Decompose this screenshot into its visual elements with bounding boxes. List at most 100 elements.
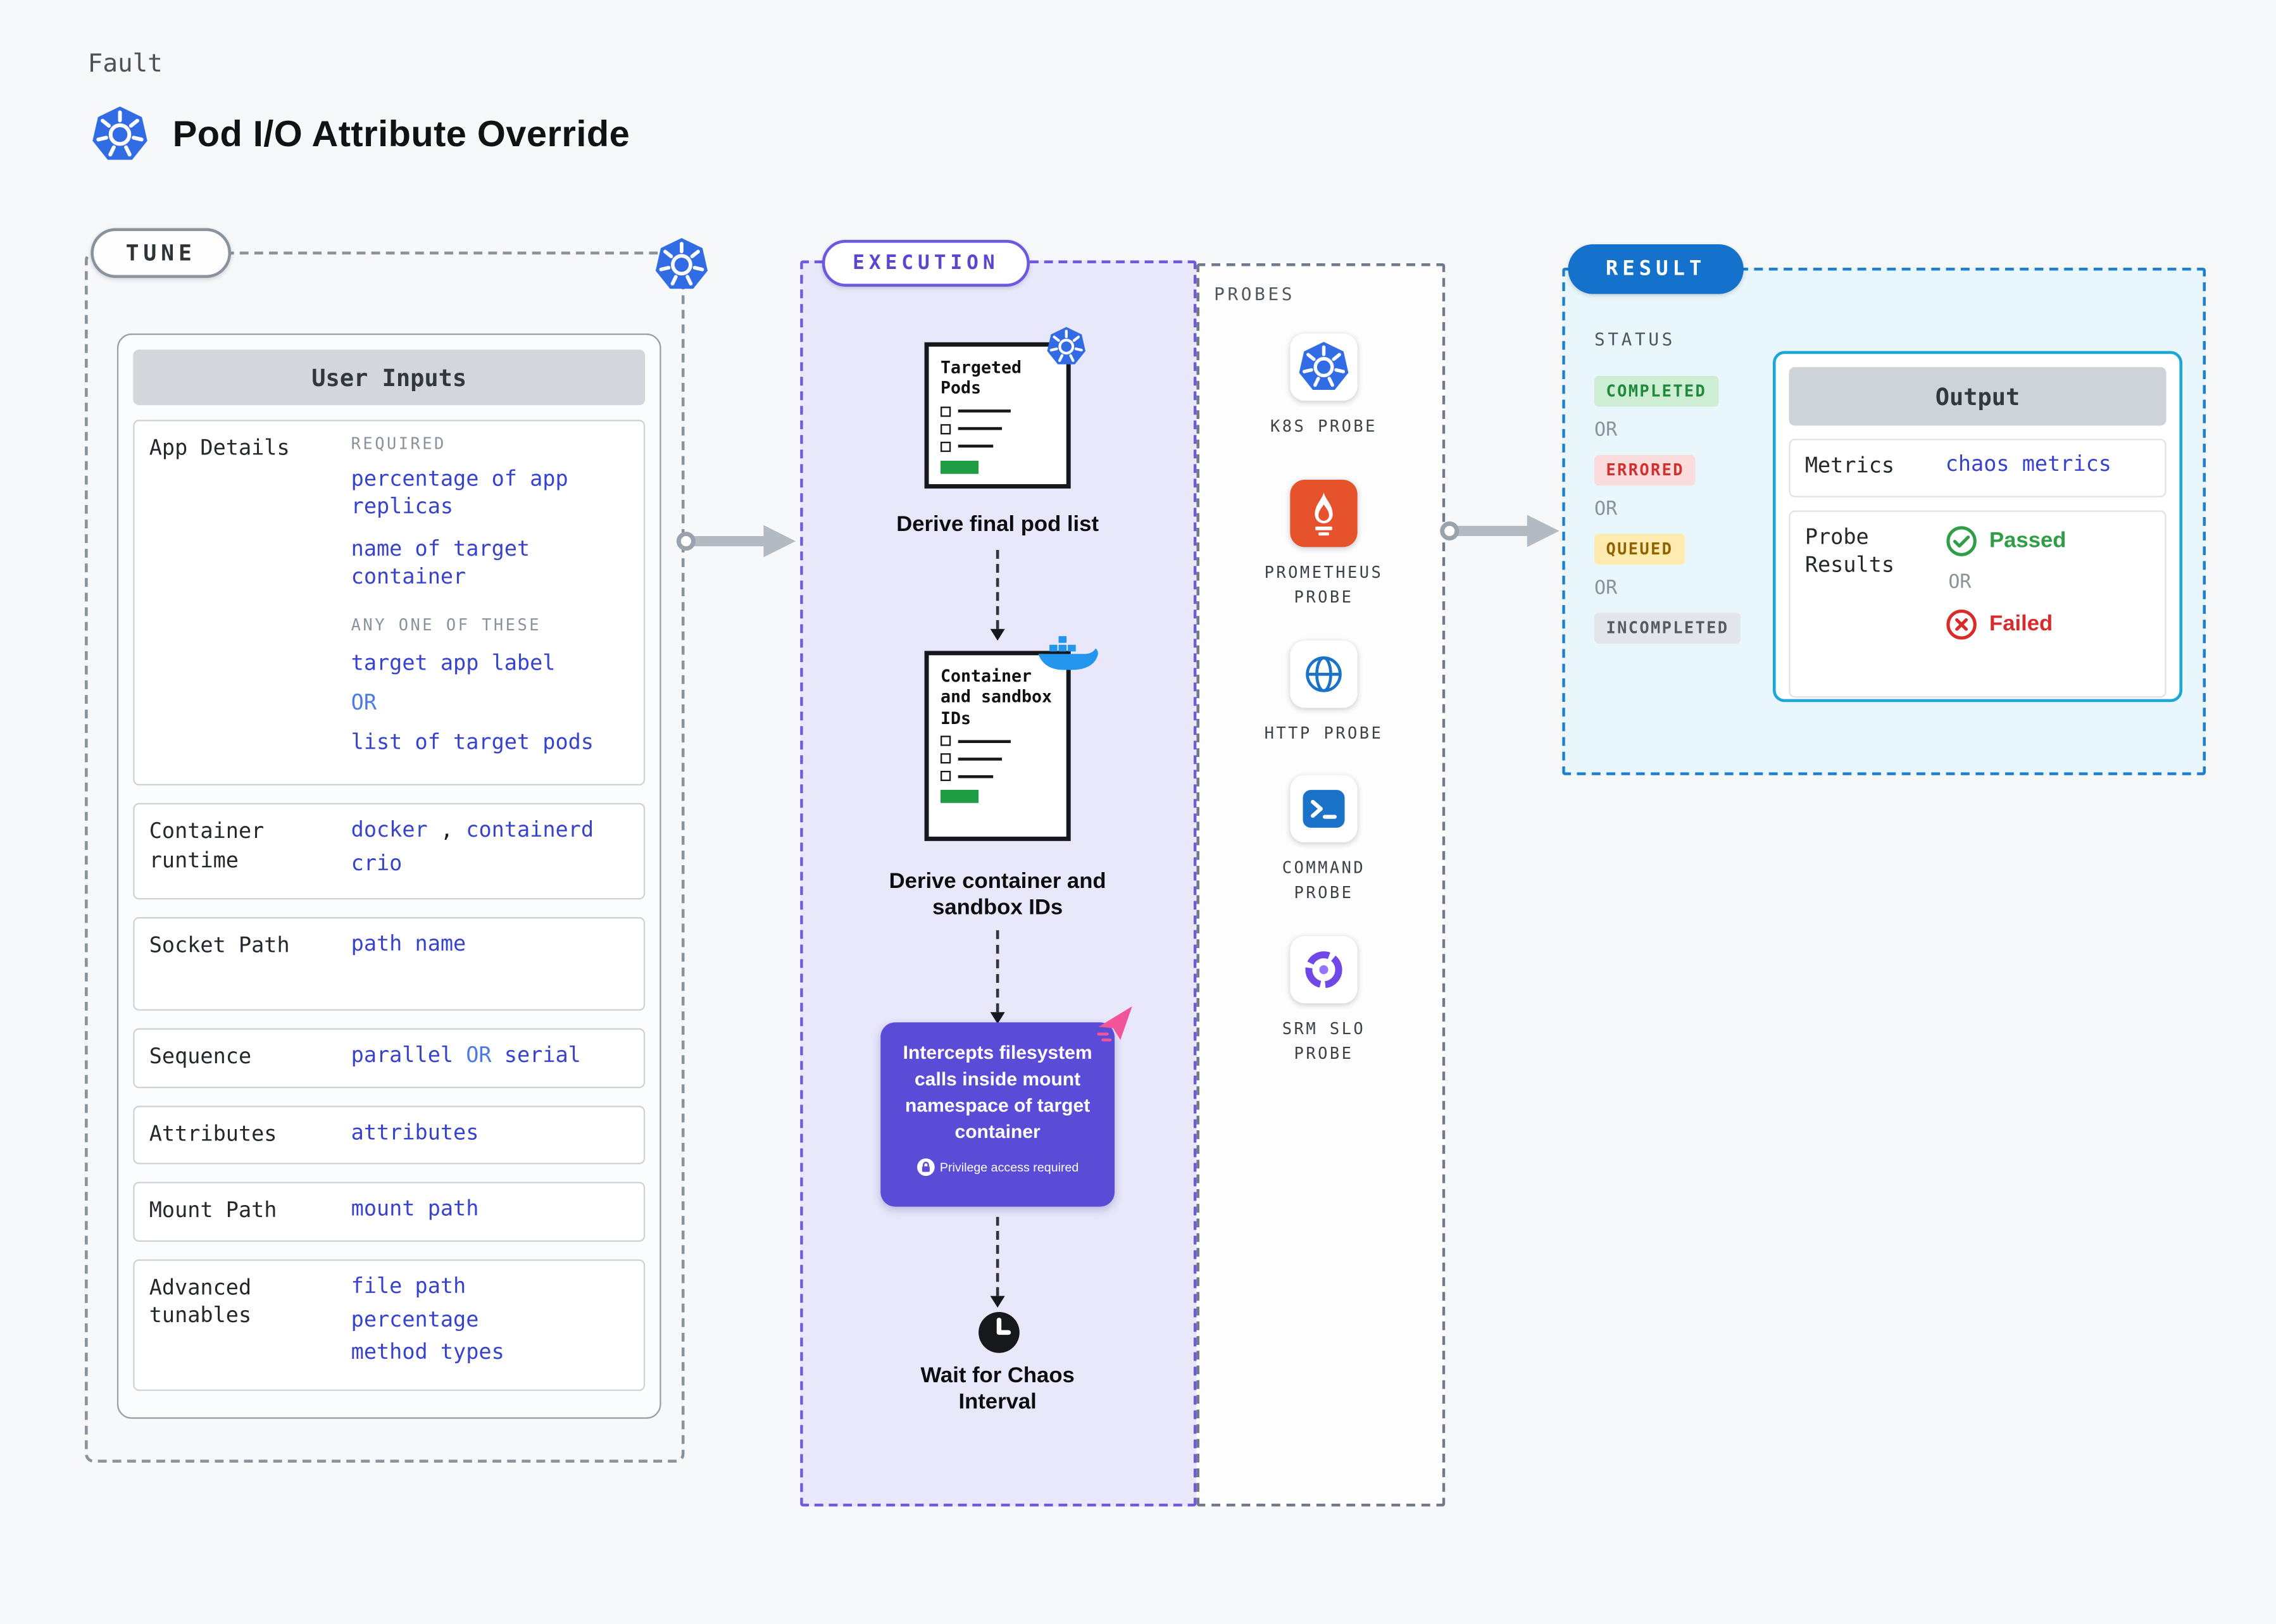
- or-separator: OR: [1594, 420, 1618, 442]
- user-inputs-title: User Inputs: [133, 349, 646, 406]
- app-details-values: REQUIRED percentage of app replicas name…: [351, 434, 629, 771]
- kubernetes-icon: [654, 237, 710, 292]
- input-value: percentage: [351, 1308, 479, 1332]
- input-value: mount path: [351, 1198, 479, 1222]
- or-separator: OR: [1594, 577, 1618, 600]
- tune-section: TUNE User Inputs App Details REQUIRED pe…: [85, 228, 685, 1463]
- user-inputs-panel: User Inputs App Details REQUIRED percent…: [116, 333, 661, 1419]
- flow-connector: [990, 1216, 1005, 1308]
- page-title: Pod I/O Attribute Override: [172, 113, 630, 154]
- advanced-tunables-label: Advanced tunables: [149, 1276, 252, 1329]
- input-value: attributes: [351, 1121, 479, 1145]
- privilege-label: Privilege access required: [939, 1159, 1079, 1175]
- container-ids-doc: Container and sandbox IDs: [924, 636, 1098, 841]
- targeted-pods-doc: Targeted Pods: [924, 342, 1071, 489]
- advanced-tunables-row: Advanced tunables file path percentage m…: [133, 1259, 646, 1391]
- tune-to-execution-arrow: [676, 525, 796, 558]
- intercept-text: Intercepts filesystem calls inside mount…: [903, 1041, 1092, 1142]
- container-runtime-row: Container runtime docker , containerd cr…: [133, 803, 646, 900]
- x-circle-icon: [1946, 609, 1977, 639]
- probe-label: K8S PROBE: [1270, 416, 1377, 436]
- or-separator: OR: [466, 1044, 492, 1068]
- container-runtime-values: docker , containerd crio: [351, 818, 629, 885]
- execution-pill: EXECUTION: [822, 240, 1030, 287]
- status-column: STATUS COMPLETED OR ERRORED OR QUEUED OR…: [1594, 329, 1758, 644]
- probe-results-row: Probe Results Passed OR: [1789, 509, 2167, 697]
- passed-line: Passed: [1946, 525, 2151, 557]
- checkbox-line: [941, 735, 1054, 746]
- input-value: file path: [351, 1275, 466, 1299]
- status-label: STATUS: [1594, 328, 1675, 350]
- probe-label: COMMAND PROBE: [1282, 858, 1366, 903]
- flow-connector: [990, 549, 1005, 641]
- prometheus-probe-icon: [1290, 480, 1358, 547]
- docker-icon: [1038, 636, 1098, 670]
- prometheus-icon: [1315, 492, 1333, 536]
- checkbox-line: [941, 441, 1054, 452]
- or-separator: OR: [351, 691, 377, 715]
- attributes-row: Attributes attributes: [133, 1105, 646, 1165]
- metrics-value: chaos metrics: [1945, 453, 2112, 477]
- probe-results-values: Passed OR Failed: [1946, 525, 2151, 683]
- probe-label: HTTP PROBE: [1264, 723, 1384, 744]
- probe-label: PROMETHEUS PROBE: [1264, 563, 1384, 608]
- or-separator: OR: [1594, 499, 1618, 521]
- kubernetes-icon: [1297, 340, 1350, 393]
- mount-path-label: Mount Path: [149, 1199, 277, 1223]
- flow-connector: [990, 930, 1005, 1024]
- command-probe-icon: [1290, 775, 1358, 843]
- input-value: crio: [351, 852, 403, 876]
- app-details-label: App Details: [149, 437, 290, 461]
- probe-prometheus: PROMETHEUS PROBE: [1199, 480, 1448, 610]
- kubernetes-icon: [1046, 326, 1087, 367]
- socket-path-label: Socket Path: [149, 934, 290, 958]
- attributes-label: Attributes: [149, 1122, 277, 1146]
- probe-srm-slo: SRM SLO PROBE: [1199, 936, 1448, 1066]
- execution-section: EXECUTION Targeted Pods Derive final pod…: [800, 240, 1197, 1507]
- socket-path-row: Socket Path path name: [133, 917, 646, 1011]
- doc-title: Targeted Pods: [941, 356, 1022, 399]
- sequence-row: Sequence parallel OR serial: [133, 1028, 646, 1088]
- clock-icon: [979, 1312, 1020, 1353]
- probe-results-label: Probe Results: [1804, 525, 1895, 578]
- probe-command: COMMAND PROBE: [1199, 775, 1448, 906]
- output-panel: Output Metrics chaos metrics Probe Resul…: [1772, 351, 2183, 703]
- container-runtime-label: Container runtime: [149, 820, 265, 873]
- privilege-badge: Privilege access required: [895, 1158, 1100, 1176]
- probes-section: PROBES K8S PROBE PROMETHEUS PROBE HTTP P…: [1196, 263, 1448, 1507]
- doc-title: Container and sandbox IDs: [941, 665, 1053, 728]
- execution-to-result-arrow: [1440, 515, 1560, 547]
- step2-caption: Derive container and sandbox IDs: [889, 868, 1106, 920]
- doc-green-bar: [941, 460, 979, 474]
- input-value: list of target pods: [351, 730, 594, 754]
- wait-caption: Wait for Chaos Interval: [920, 1363, 1075, 1415]
- app-details-row: App Details REQUIRED percentage of app r…: [133, 420, 646, 786]
- metrics-row: Metrics chaos metrics: [1789, 439, 2167, 497]
- k8s-probe-icon: [1290, 333, 1358, 401]
- probe-http: HTTP PROBE: [1199, 640, 1448, 746]
- input-value: percentage of app replicas: [351, 468, 568, 520]
- input-value: containerd: [466, 819, 594, 843]
- mount-path-row: Mount Path mount path: [133, 1182, 646, 1242]
- probe-label: SRM SLO PROBE: [1282, 1019, 1366, 1064]
- input-value: method types: [351, 1342, 504, 1366]
- input-value: docker: [351, 819, 428, 843]
- any-one-label: ANY ONE OF THESE: [351, 615, 542, 635]
- lock-icon: [916, 1158, 934, 1176]
- http-probe-icon: [1290, 640, 1358, 708]
- probe-k8s: K8S PROBE: [1199, 333, 1448, 439]
- probes-label: PROBES: [1214, 284, 1296, 304]
- input-value: target app label: [351, 652, 556, 676]
- status-badge-errored: ERRORED: [1594, 454, 1696, 486]
- result-pill: RESULT: [1568, 244, 1744, 294]
- output-title: Output: [1789, 367, 2167, 426]
- required-label: REQUIRED: [351, 434, 446, 454]
- fault-eyebrow: Fault: [87, 49, 163, 79]
- doc-green-bar: [941, 790, 979, 804]
- checkbox-line: [941, 406, 1054, 417]
- srm-slo-probe-icon: [1290, 936, 1358, 1004]
- globe-icon: [1299, 649, 1349, 699]
- intercept-box: Intercepts filesystem calls inside mount…: [880, 1006, 1132, 1207]
- input-value: serial: [504, 1044, 581, 1068]
